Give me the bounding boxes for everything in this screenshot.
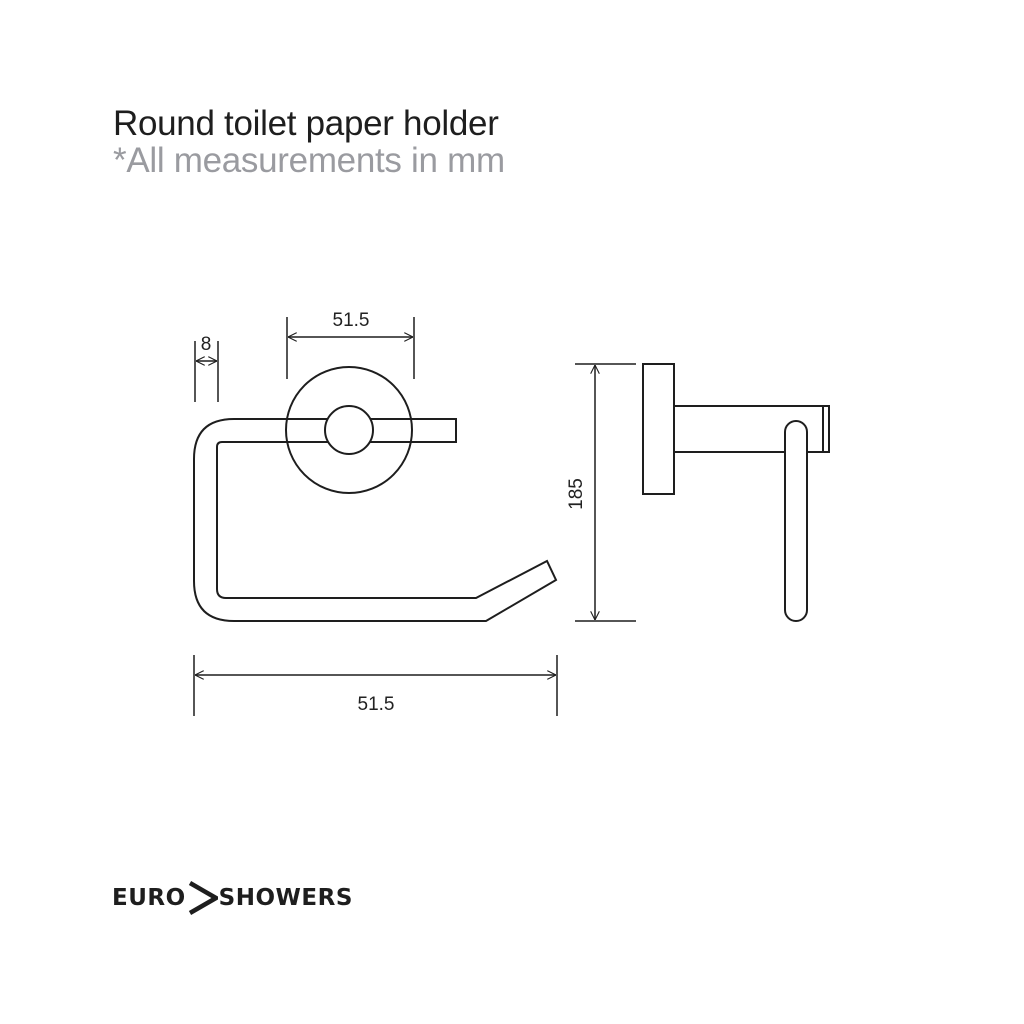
chevron-right-icon	[188, 881, 218, 915]
dimension-label-rosette-diameter: 51.5	[333, 310, 370, 331]
page-title: Round toilet paper holder	[113, 104, 499, 143]
rosette-outline	[285, 366, 413, 494]
dimension-bar-thickness	[194, 341, 219, 402]
wall-plate	[642, 363, 675, 495]
brand-logo-left: EURO	[112, 885, 186, 911]
brand-logo-right: SHOWERS	[218, 885, 353, 911]
dimension-overall-width	[193, 655, 558, 716]
side-view	[642, 363, 830, 622]
brand-logo: EURO SHOWERS	[112, 880, 353, 916]
holder-arm-outline	[193, 418, 558, 622]
dimension-label-bar-thickness: 8	[201, 334, 212, 355]
front-view	[193, 366, 558, 622]
dimension-rosette-diameter	[286, 317, 415, 379]
hanging-bar	[784, 420, 808, 622]
dimension-label-overall-width: 51.5	[358, 694, 395, 715]
arm-end-cap	[822, 405, 830, 453]
page-subtitle: *All measurements in mm	[113, 141, 505, 180]
dimension-overall-height	[575, 363, 636, 622]
dimension-label-overall-height: 185	[566, 478, 587, 510]
hub-circle	[324, 405, 374, 455]
